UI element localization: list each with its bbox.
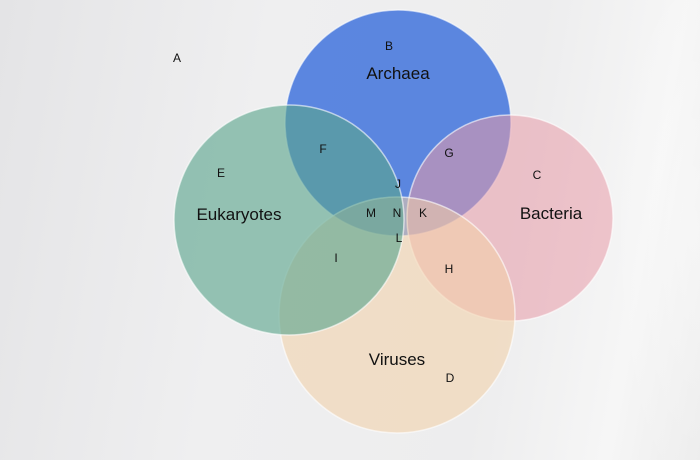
region-label-g: G	[444, 146, 453, 160]
region-label-b: B	[385, 39, 393, 53]
region-label-h: H	[445, 262, 454, 276]
region-label-a: A	[173, 51, 181, 65]
region-label-f: F	[319, 142, 326, 156]
bacteria-label: Bacteria	[520, 204, 583, 223]
region-label-e: E	[217, 166, 225, 180]
region-label-n: N	[393, 206, 402, 220]
region-label-k: K	[419, 206, 427, 220]
region-label-j: J	[395, 177, 401, 191]
eukaryotes-circle	[173, 104, 405, 336]
region-label-m: M	[366, 206, 376, 220]
region-label-c: C	[533, 168, 542, 182]
viruses-label: Viruses	[369, 350, 425, 369]
archaea-label: Archaea	[366, 64, 430, 83]
screen-glare	[560, 0, 700, 460]
region-label-i: I	[334, 251, 337, 265]
region-label-d: D	[446, 371, 455, 385]
region-label-l: L	[396, 231, 403, 245]
eukaryotes-label: Eukaryotes	[196, 205, 281, 224]
